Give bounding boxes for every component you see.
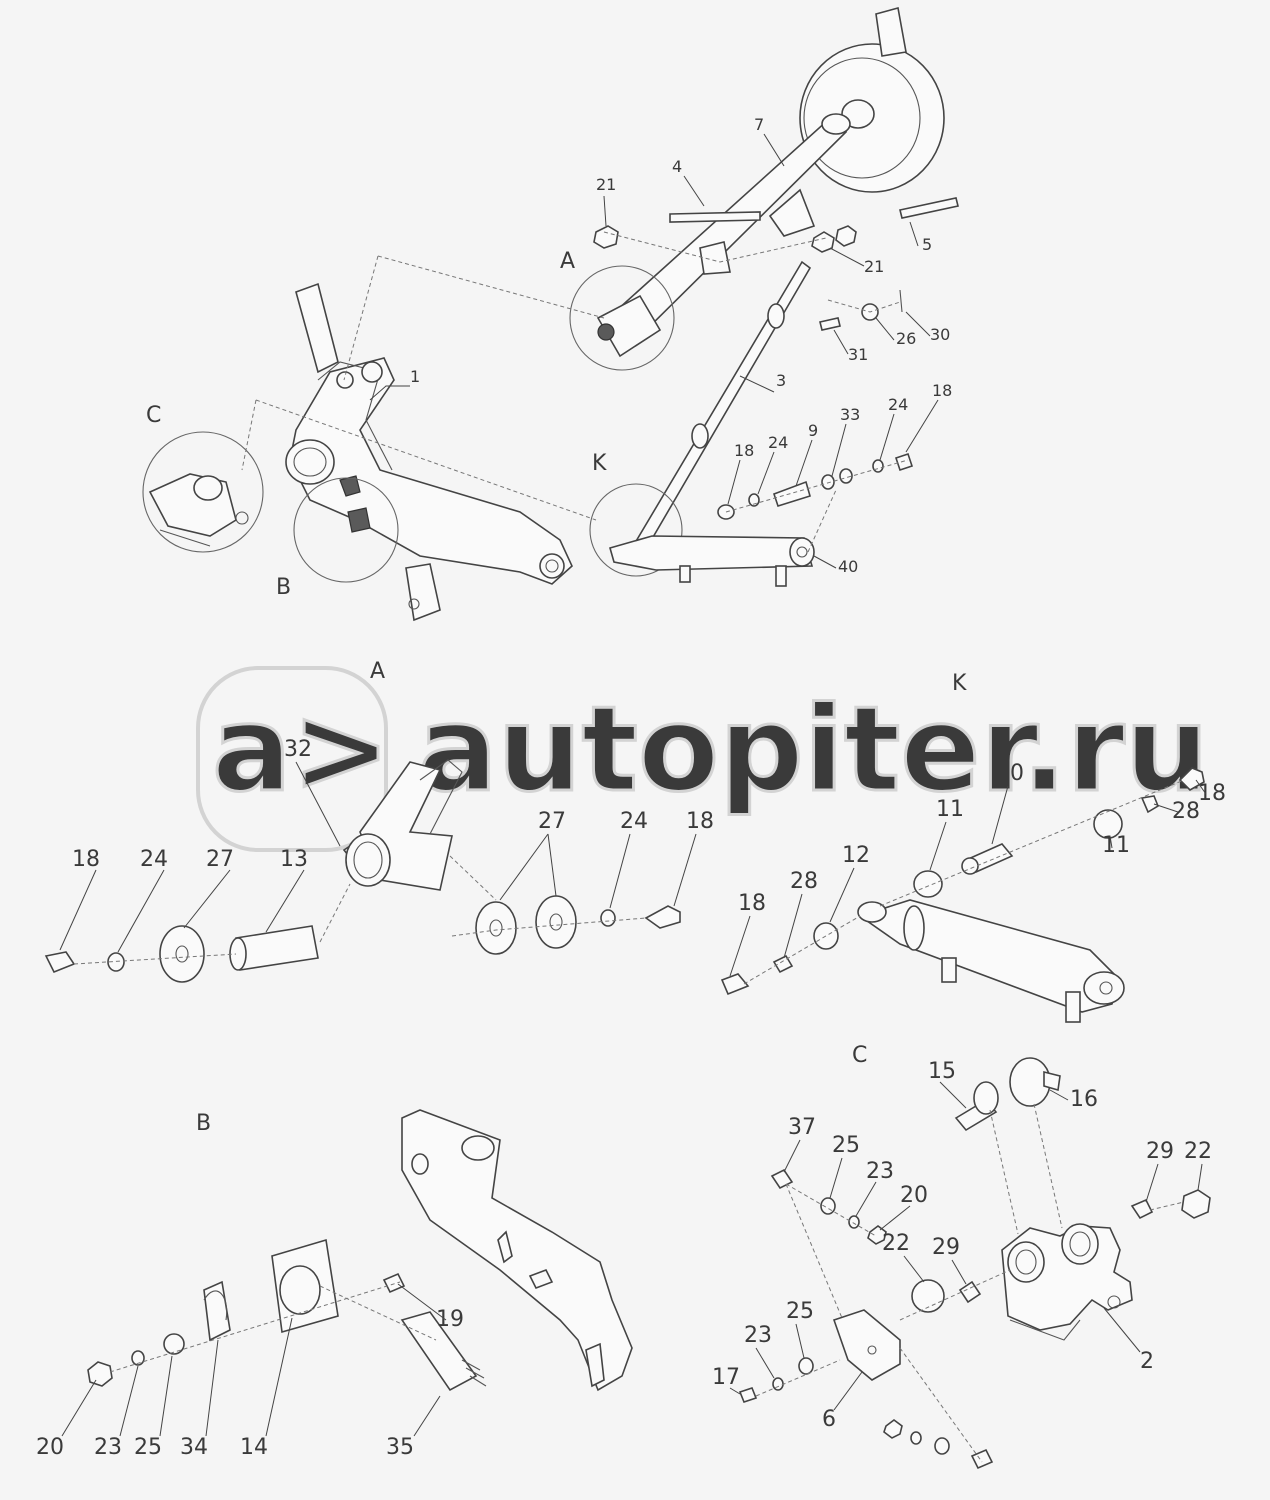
- callout-18-k-left: 18: [738, 891, 766, 916]
- label-section-b-top: B: [276, 575, 291, 600]
- callout-31: 31: [848, 345, 868, 364]
- detail-c: C: [712, 1043, 1212, 1470]
- detail-b: B 19 20 23 25 34: [36, 1109, 633, 1460]
- watermark-logo-frame: [196, 666, 388, 852]
- detail-a: A 32 18 24: [44, 659, 714, 983]
- callout-23-c-bottom: 23: [744, 1323, 772, 1348]
- callout-24-a-left: 24: [140, 847, 168, 872]
- callout-11-right: 11: [1102, 833, 1130, 858]
- callout-29-c-left: 29: [932, 1235, 960, 1260]
- label-detail-k: K: [952, 671, 967, 696]
- callout-22-c-left: 22: [882, 1231, 910, 1256]
- callout-10: 10: [996, 761, 1024, 786]
- callout-18-a-left: 18: [72, 847, 100, 872]
- callout-27-a-left: 27: [206, 847, 234, 872]
- watermark-text: autopiter.ru: [418, 680, 1209, 818]
- callout-12: 12: [842, 843, 870, 868]
- callout-25-c-top: 25: [832, 1133, 860, 1158]
- callout-18-left: 18: [734, 441, 754, 460]
- callout-16: 16: [1070, 1087, 1098, 1112]
- label-detail-c: C: [852, 1043, 867, 1068]
- callout-35: 35: [386, 1435, 414, 1460]
- label-detail-a: A: [370, 659, 385, 684]
- label-section-a-top: A: [560, 249, 575, 274]
- callout-17: 17: [712, 1365, 740, 1390]
- label-section-c-top: C: [146, 403, 161, 428]
- callout-33: 33: [840, 405, 860, 424]
- callout-21-left: 21: [596, 175, 616, 194]
- callout-4: 4: [672, 157, 682, 176]
- callout-30: 30: [930, 325, 950, 344]
- callout-24-left: 24: [768, 433, 788, 452]
- callout-19: 19: [436, 1307, 464, 1332]
- callout-1: 1: [410, 367, 420, 386]
- callout-18-a-right: 18: [686, 809, 714, 834]
- callout-18-k-right: 18: [1198, 781, 1226, 806]
- callout-27-a-right: 27: [538, 809, 566, 834]
- callout-24-right: 24: [888, 395, 908, 414]
- callout-15: 15: [928, 1059, 956, 1084]
- label-section-k-top: K: [592, 451, 607, 476]
- callout-25-c-bottom: 25: [786, 1299, 814, 1324]
- callout-24-a-right: 24: [620, 809, 648, 834]
- callout-25-b: 25: [134, 1435, 162, 1460]
- callout-7: 7: [754, 115, 764, 134]
- callout-9: 9: [808, 421, 818, 440]
- watermark-logo: a>: [212, 680, 391, 818]
- main-assembly: [142, 6, 959, 622]
- callout-37: 37: [788, 1115, 816, 1140]
- callout-28-k-left: 28: [790, 869, 818, 894]
- callout-22-c-right: 22: [1184, 1139, 1212, 1164]
- callout-34: 34: [180, 1435, 208, 1460]
- top-labels: A C B K 1 3 4 5 7 21 21 26 30 31 18 24 9…: [146, 115, 952, 600]
- callout-32: 32: [284, 737, 312, 762]
- callout-13: 13: [280, 847, 308, 872]
- label-detail-b: B: [196, 1111, 211, 1136]
- callout-26: 26: [896, 329, 916, 348]
- callout-6: 6: [822, 1407, 836, 1432]
- callout-20-b: 20: [36, 1435, 64, 1460]
- watermark: a> autopiter.ru: [196, 666, 1210, 852]
- callout-40: 40: [838, 557, 858, 576]
- callout-18-right: 18: [932, 381, 952, 400]
- callout-14: 14: [240, 1435, 268, 1460]
- callout-23-c-top: 23: [866, 1159, 894, 1184]
- callout-23-b: 23: [94, 1435, 122, 1460]
- detail-k: K 10 11 11 28 18 18: [720, 671, 1226, 1023]
- callout-20-c: 20: [900, 1183, 928, 1208]
- callout-3: 3: [776, 371, 786, 390]
- callout-2: 2: [1140, 1349, 1154, 1374]
- callout-5: 5: [922, 235, 932, 254]
- callout-29-c-right: 29: [1146, 1139, 1174, 1164]
- callout-21-right: 21: [864, 257, 884, 276]
- callout-11-left: 11: [936, 797, 964, 822]
